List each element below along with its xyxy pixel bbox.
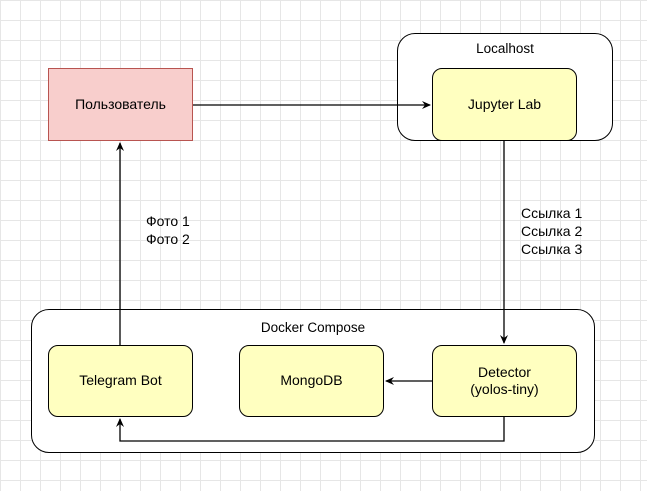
edge-detector-to-telegram: [116, 417, 505, 442]
photos-edge-label: Фото 1 Фото 2: [146, 213, 190, 247]
detector-node[interactable]: Detector (yolos-tiny): [432, 345, 577, 417]
detector-label: Detector (yolos-tiny): [470, 363, 539, 398]
jupyter-lab-label: Jupyter Lab: [467, 95, 542, 112]
docker-compose-title: Docker Compose: [260, 320, 366, 335]
telegram-bot-node[interactable]: Telegram Bot: [48, 345, 193, 417]
telegram-bot-label: Telegram Bot: [79, 372, 162, 389]
mongodb-node[interactable]: MongoDB: [239, 345, 384, 417]
user-node[interactable]: Пользователь: [48, 68, 193, 141]
user-node-label: Пользователь: [75, 95, 166, 112]
mongodb-label: MongoDB: [280, 372, 343, 389]
links-edge-label: Ссылка 1 Ссылка 2 Ссылка 3: [521, 205, 583, 257]
localhost-title: Localhost: [476, 41, 534, 56]
jupyter-lab-node[interactable]: Jupyter Lab: [432, 68, 577, 141]
